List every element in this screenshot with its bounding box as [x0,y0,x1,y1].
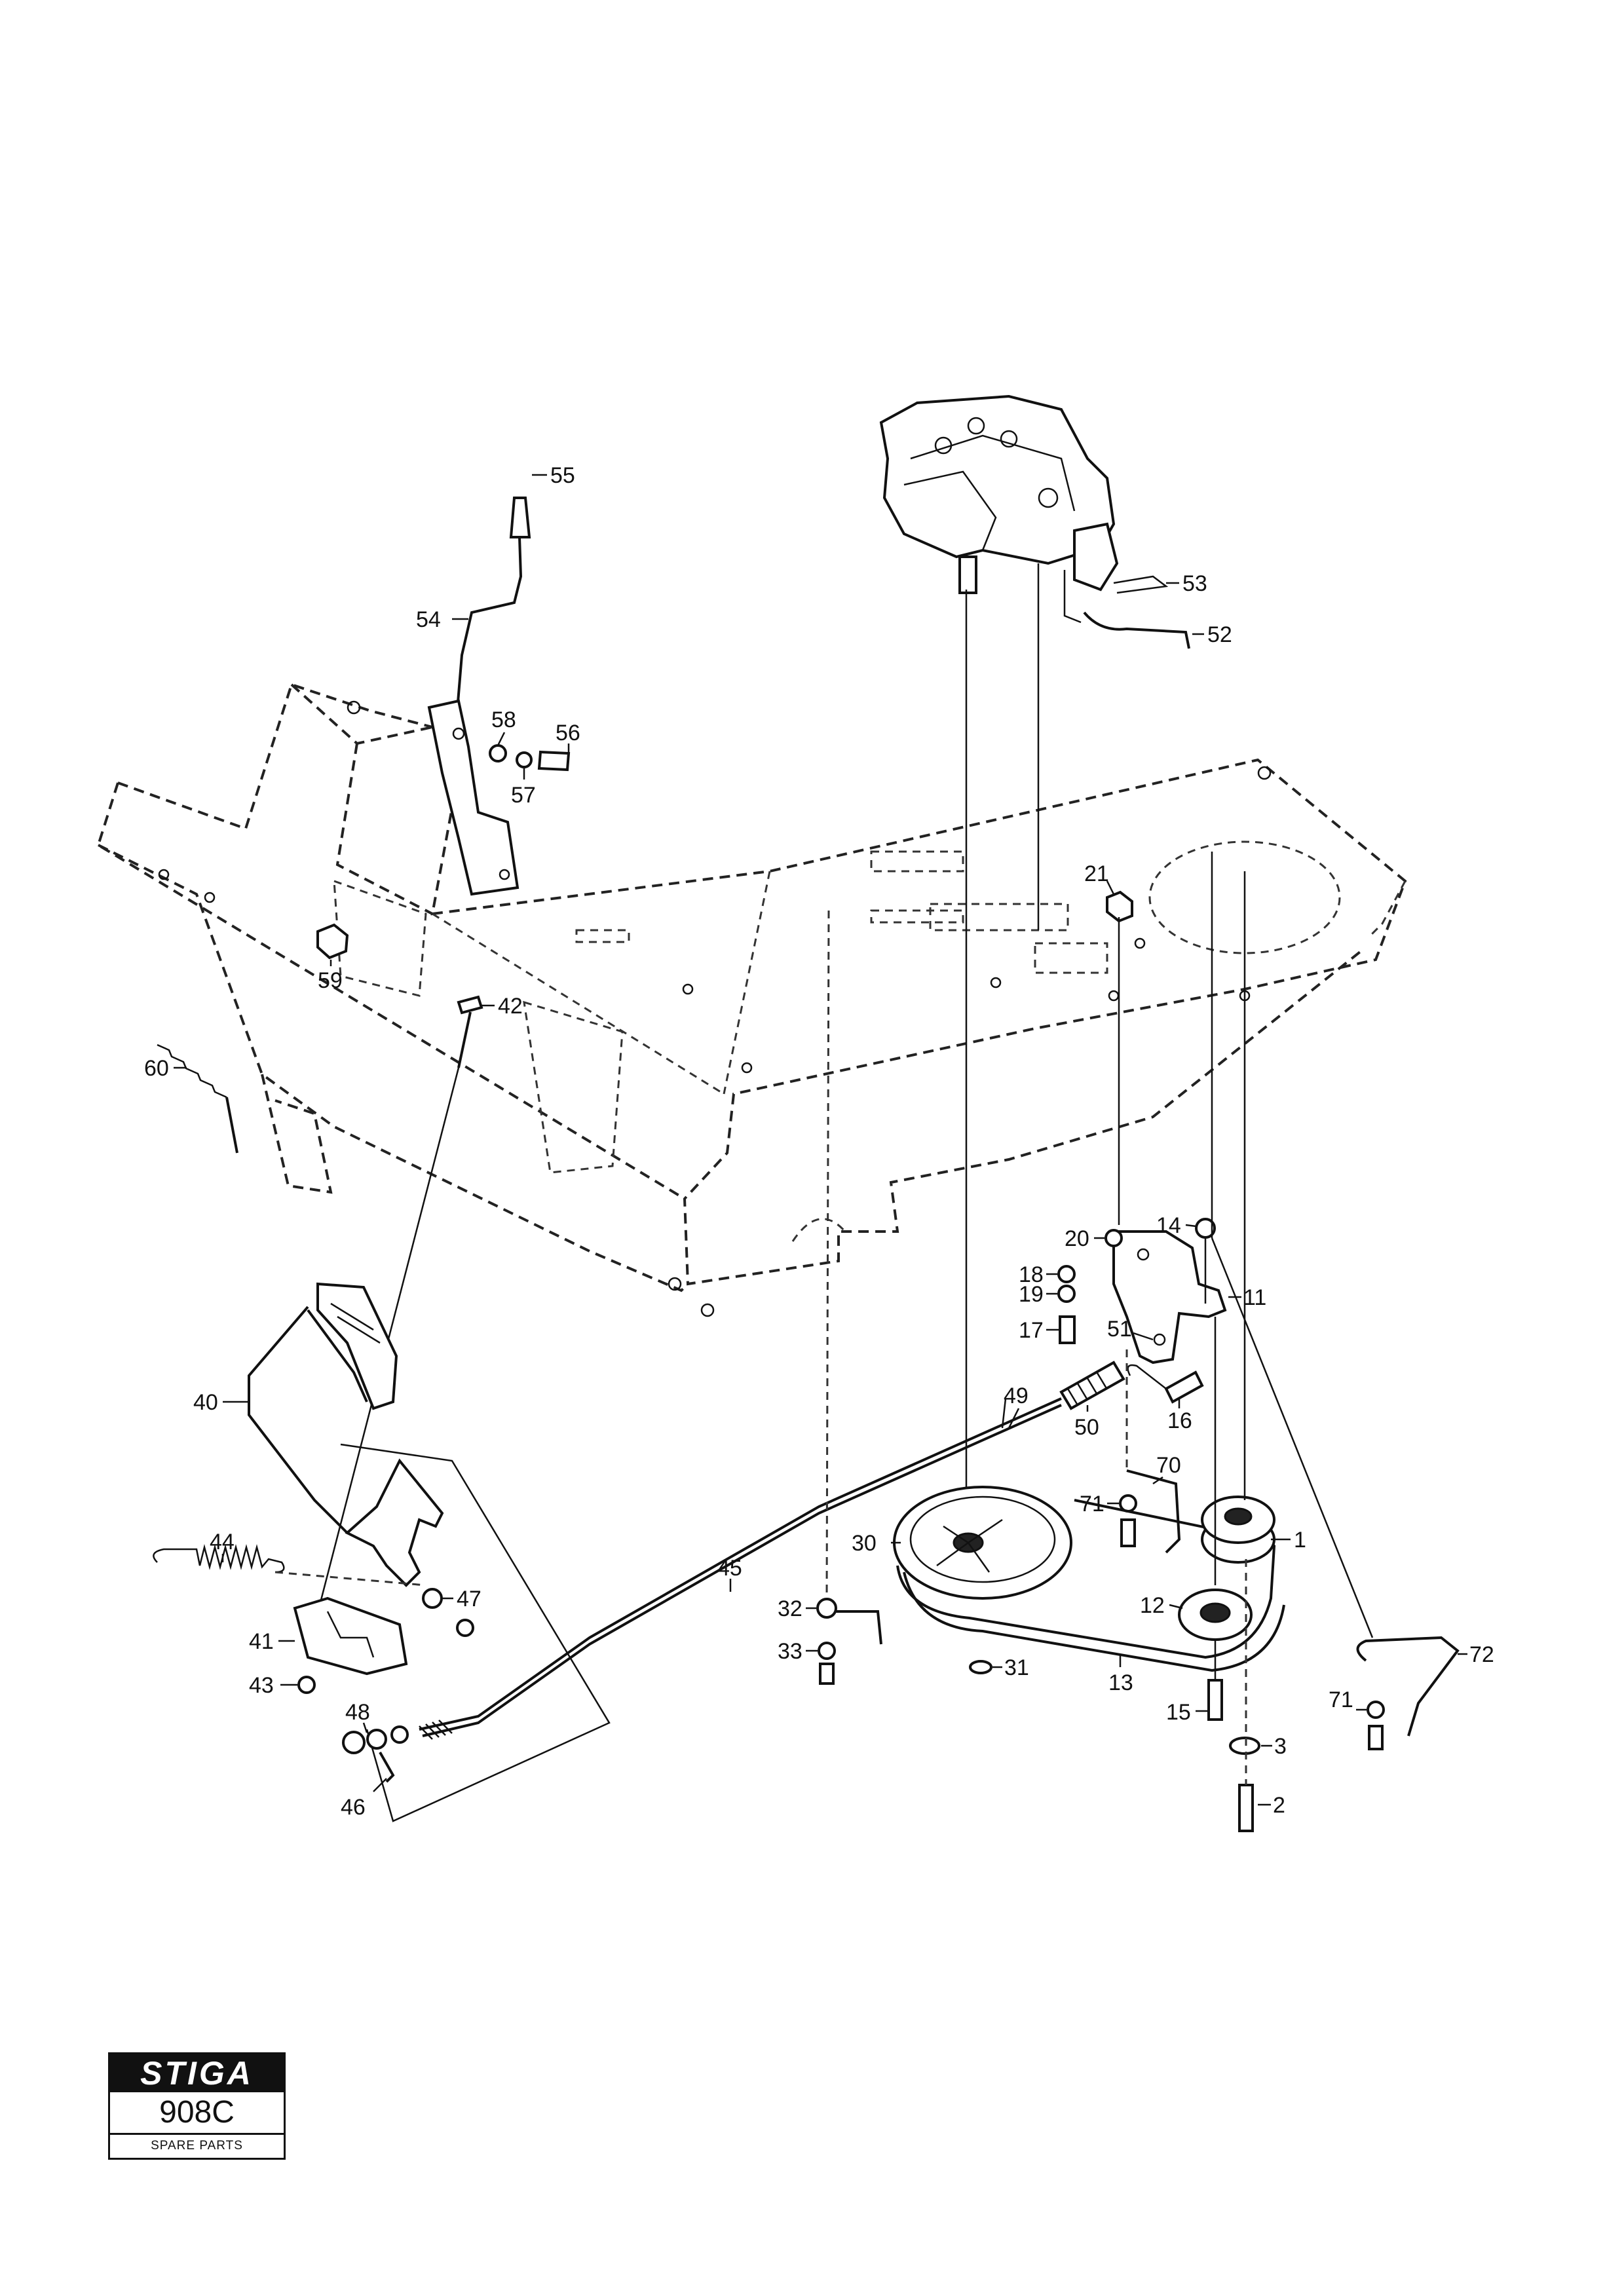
label-18: 18 [1019,1262,1044,1287]
label-70: 70 [1156,1453,1181,1478]
lever-bolt-set [489,744,571,772]
label-15: 15 [1166,1700,1191,1725]
label-55: 55 [550,463,575,488]
label-71-right: 71 [1329,1687,1353,1712]
label-72: 72 [1469,1642,1494,1667]
label-41: 41 [249,1629,274,1654]
idler-pulley-12 [1178,1317,1253,1641]
spring-16 [1127,1364,1204,1404]
drive-pulley-30 [893,1486,1072,1600]
spring-44 [153,1544,426,1587]
label-60: 60 [144,1056,169,1081]
ring-31 [969,1660,992,1674]
label-44: 44 [210,1530,235,1554]
brand-name: STIGA [110,2054,284,2092]
transmission-housing [879,394,1119,1559]
label-46: 46 [341,1795,366,1820]
label-50: 50 [1074,1415,1099,1440]
label-32: 32 [778,1596,803,1621]
label-54: 54 [416,607,441,632]
label-2: 2 [1273,1793,1285,1818]
label-47: 47 [457,1587,482,1611]
label-56: 56 [556,721,580,745]
label-48: 48 [345,1700,370,1725]
spare-parts-caption: SPARE PARTS [151,2139,243,2153]
label-11: 11 [1243,1285,1266,1310]
brand-logo-box: STIGA 908C SPARE PARTS [108,2052,286,2160]
washer-3 [1229,1737,1260,1755]
label-53: 53 [1182,571,1207,596]
label-57: 57 [511,783,536,808]
label-13: 13 [1108,1670,1133,1695]
clutch-cable [340,1397,1062,1822]
spring-60 [157,1044,238,1154]
label-31: 31 [1004,1655,1029,1680]
label-52: 52 [1207,622,1232,647]
transmission-linkage-rod [1083,575,1190,649]
rod-32 [816,910,882,1685]
clutch-pedal [248,1282,444,1587]
label-21: 21 [1084,861,1109,886]
label-20: 20 [1065,1226,1089,1251]
label-33: 33 [778,1639,803,1664]
label-30: 30 [852,1531,877,1556]
bracket-41 [293,1596,408,1694]
engine-pulley-1 [1201,1496,1275,1564]
label-49: 49 [1004,1383,1029,1408]
label-3: 3 [1274,1734,1287,1759]
model-number: 908C [110,2092,284,2135]
idler-arm-bracket [1112,1218,1227,1364]
label-43: 43 [249,1673,274,1698]
label-12: 12 [1140,1593,1165,1618]
label-51: 51 [1107,1317,1132,1342]
nut-59 [316,923,349,960]
part-labels: 1 2 3 11 12 13 14 15 16 17 18 19 20 21 3… [144,463,1494,1820]
nut-47 [422,1588,474,1637]
label-16: 16 [1167,1408,1192,1433]
rod-70 [1119,1349,1181,1554]
label-1: 1 [1294,1528,1306,1553]
label-14: 14 [1156,1213,1181,1238]
bolt-2 [1238,1559,1254,1832]
label-45: 45 [717,1556,742,1581]
rod-72 [1211,852,1460,1750]
idler-bolt-stack [1057,890,1133,1344]
label-71-left: 71 [1080,1492,1105,1516]
label-42: 42 [498,994,523,1019]
label-40: 40 [193,1390,218,1415]
bolt-15 [1207,1641,1223,1721]
label-58: 58 [491,707,516,732]
label-59: 59 [318,968,343,993]
gear-lever [427,497,531,896]
spring-50 [1001,1361,1125,1429]
label-17: 17 [1019,1318,1044,1343]
label-19: 19 [1019,1282,1044,1307]
cable-adjuster-set [342,1725,409,1783]
chassis-frame [96,683,1407,1317]
